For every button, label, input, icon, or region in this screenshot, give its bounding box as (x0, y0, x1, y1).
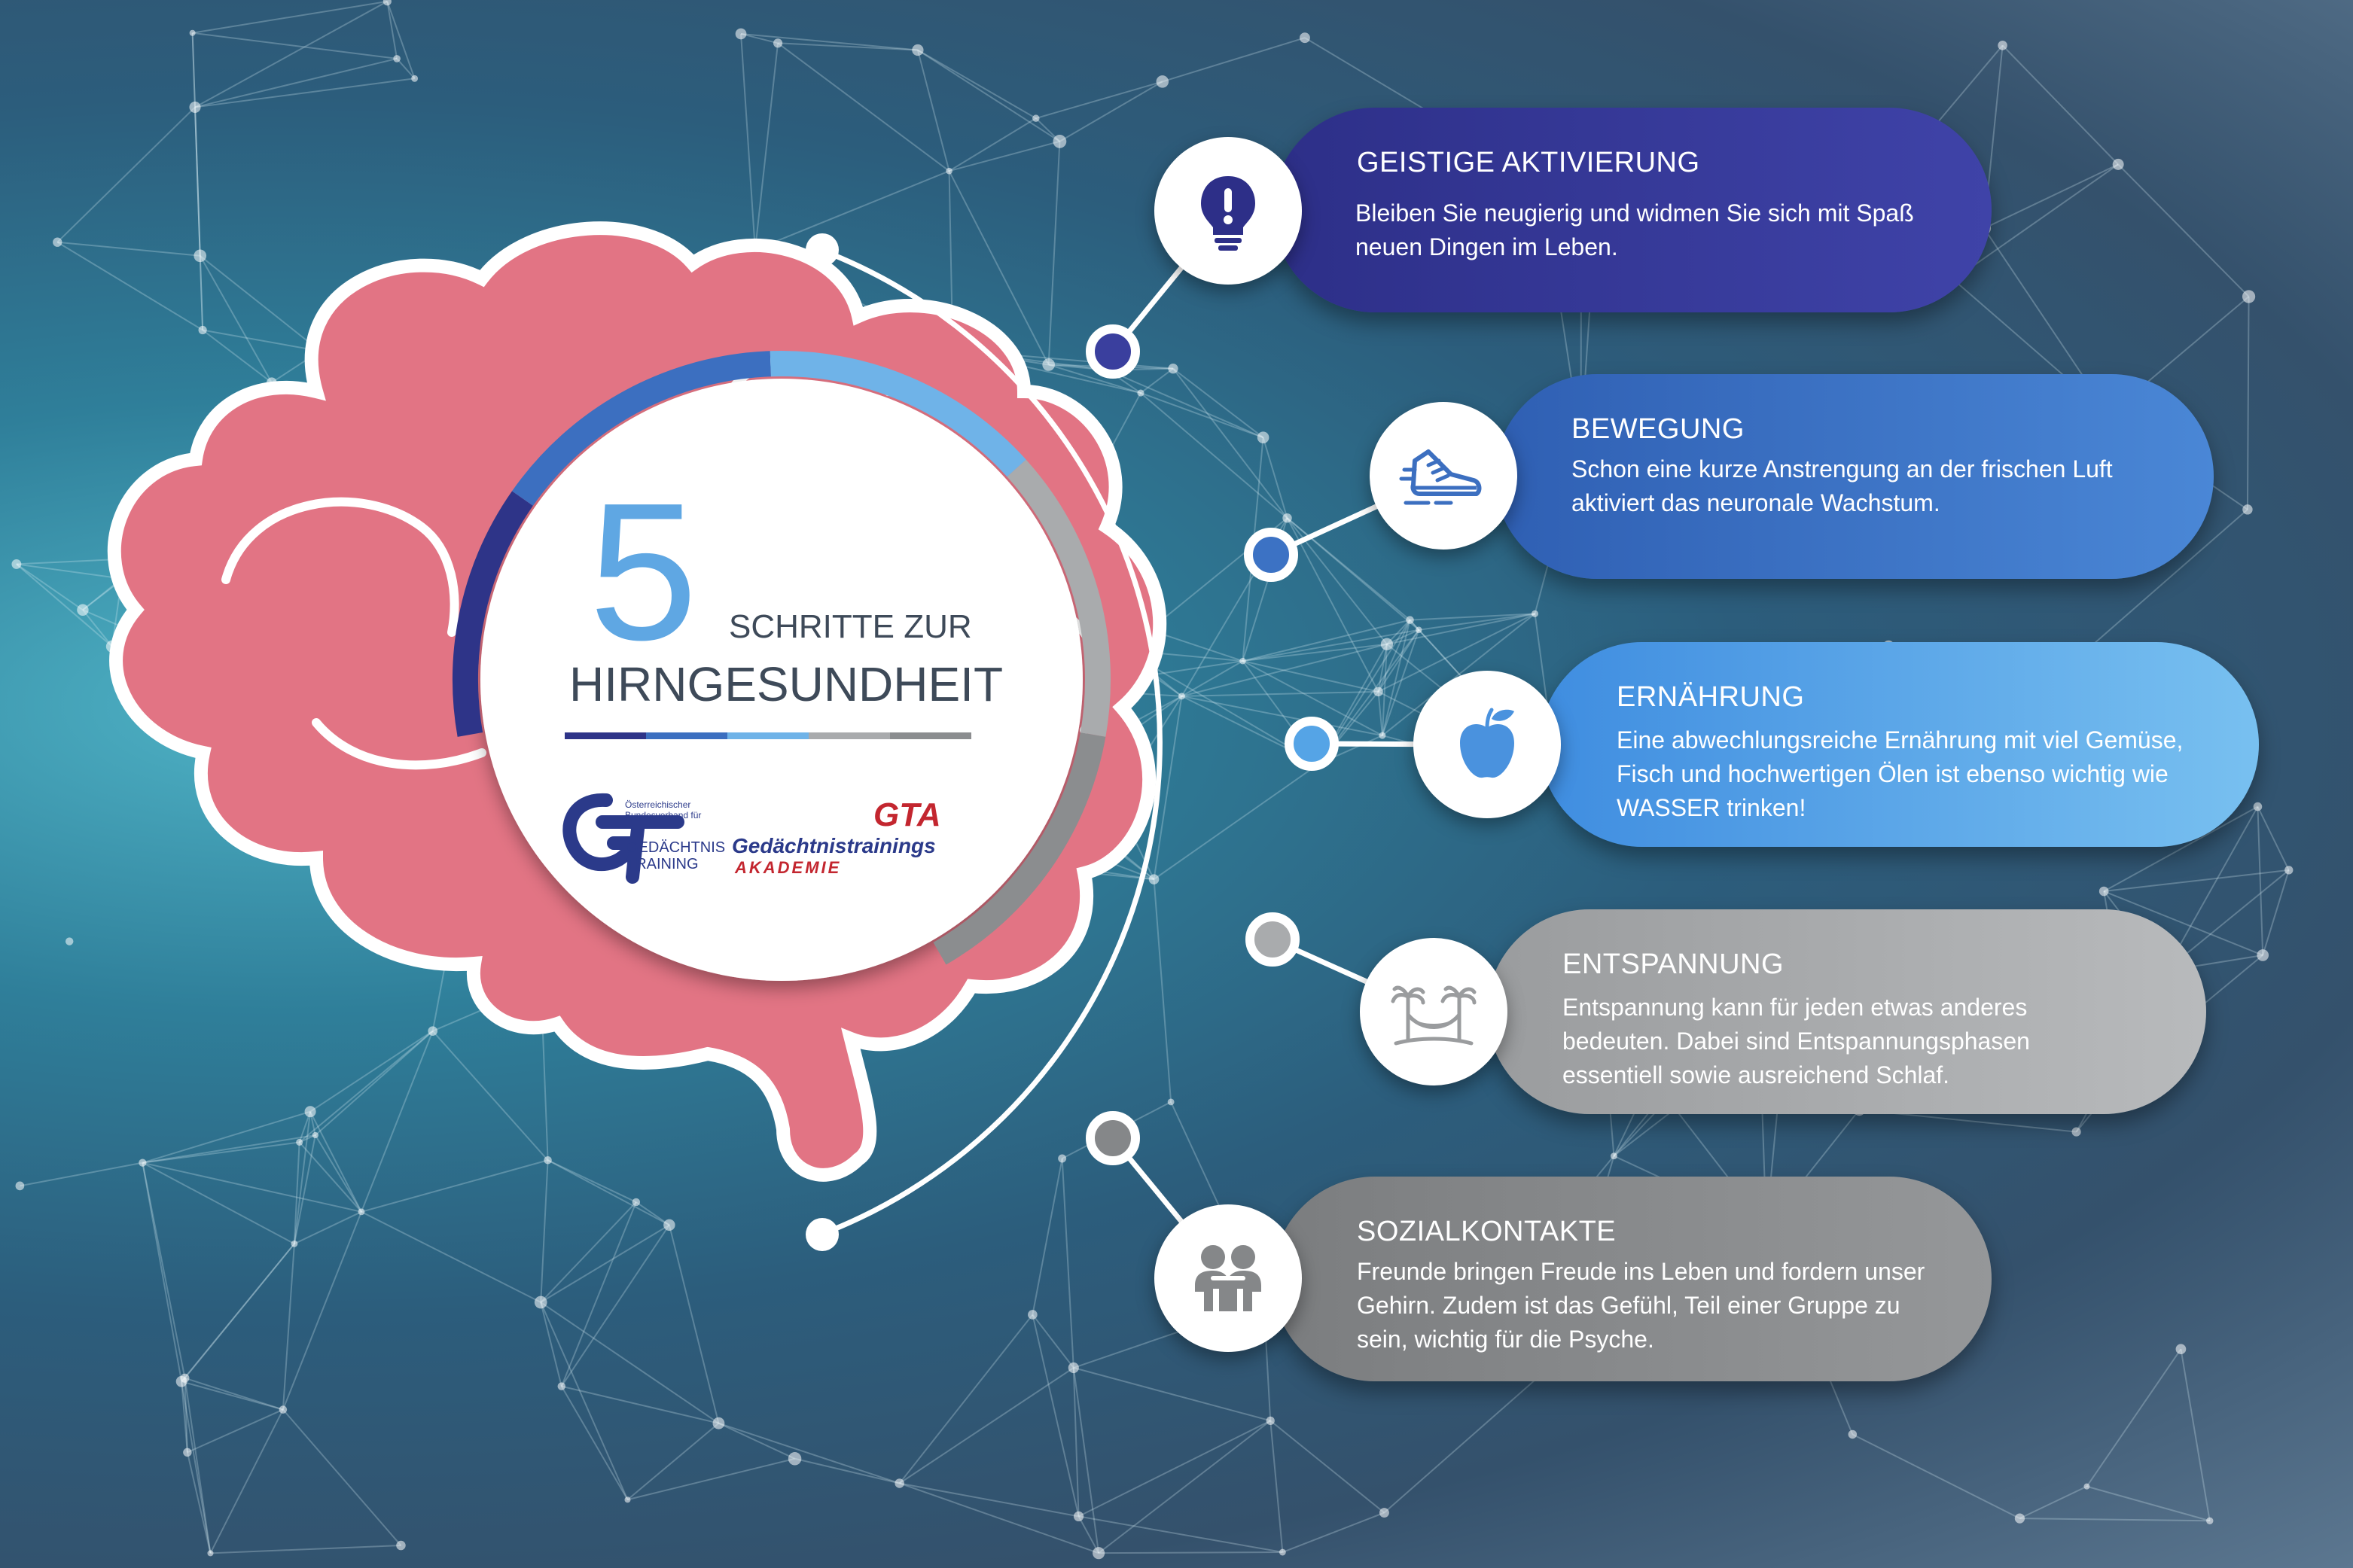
brain-fold-1 (221, 497, 459, 637)
divider-segment-4 (809, 732, 890, 739)
step-description: Schon eine kurze Anstrengung an der fris… (1571, 455, 2113, 516)
ring-segment-1 (453, 491, 533, 737)
gta-word-gedaechtnistrainings: Gedächtnistrainings (732, 834, 936, 857)
ring-segment-2 (512, 351, 771, 506)
step-card-bewegung: BEWEGUNG Schon eine kurze Anstrengung an… (1495, 374, 2214, 579)
step-description: Entspannung kann für jeden etwas anderes… (1562, 994, 2030, 1088)
ring-segment-3 (770, 351, 1026, 477)
hammock-palm-icon (1360, 938, 1507, 1085)
step-card-ernaehrung: ERNÄHRUNG Eine abwechlungsreiche Ernähru… (1540, 642, 2259, 847)
divider-segment-5 (890, 732, 971, 739)
center-title-line2: HIRNGESUNDHEIT (569, 657, 1004, 711)
lightbulb-icon (1154, 137, 1302, 285)
step-title: ENTSPANNUNG (1562, 948, 1785, 980)
ring-segment-5 (933, 732, 1106, 965)
connector-branches (1086, 209, 1488, 1280)
ring-segment-4 (1007, 459, 1111, 737)
gt-logo (562, 793, 684, 884)
connector-node-sozialkontakte (1086, 1111, 1140, 1165)
connector-node-bewegung (1244, 528, 1298, 582)
step-card-sozialkontakte: SOZIALKONTAKTE Freunde bringen Freude in… (1273, 1177, 1992, 1381)
connector-node-geistige-aktivierung (1086, 324, 1140, 379)
gt-word-training: TRAINING (626, 856, 699, 872)
connector-node-ernaehrung (1285, 717, 1339, 771)
step-description: Freunde bringen Freude ins Leben und for… (1357, 1258, 1925, 1353)
gt-word-gedaechtnis: GEDÄCHTNIS (626, 839, 726, 856)
step-description: Bleiben Sie neugierig und widmen Sie sic… (1355, 199, 1914, 260)
arc-end-dot-top (806, 233, 839, 266)
brain-fold-3 (312, 718, 486, 770)
step-card-entspannung: ENTSPANNUNG Entspannung kann für jeden e… (1487, 909, 2206, 1114)
step-description: Eine abwechlungsreiche Ernährung mit vie… (1617, 726, 2184, 821)
gta-word-akademie: AKADEMIE (735, 858, 842, 877)
gt-small-text: Österreichischer Bundesverband für (625, 799, 702, 821)
gta-letters: GTA (873, 796, 941, 833)
connector-arc (819, 247, 1163, 1238)
arc-end-dot-bottom (806, 1218, 839, 1251)
step-title: GEISTIGE AKTIVIERUNG (1357, 147, 1700, 178)
divider-segment-3 (727, 732, 809, 739)
progress-ring (453, 351, 1111, 965)
center-title-line1: SCHRITTE ZUR (729, 608, 972, 645)
step-card-geistige-aktivierung: GEISTIGE AKTIVIERUNG Bleiben Sie neugier… (1273, 108, 1992, 312)
friends-icon (1154, 1204, 1302, 1352)
divider-segment-2 (646, 732, 727, 739)
divider-segment-1 (565, 732, 646, 739)
step-title: BEWEGUNG (1571, 413, 1745, 445)
step-title: SOZIALKONTAKTE (1357, 1216, 1617, 1247)
step-title: ERNÄHRUNG (1617, 681, 1805, 713)
apple-icon (1413, 671, 1561, 818)
big-number-five: 5 (589, 463, 698, 681)
connector-node-entspannung (1245, 912, 1300, 967)
sneaker-icon (1370, 402, 1517, 550)
